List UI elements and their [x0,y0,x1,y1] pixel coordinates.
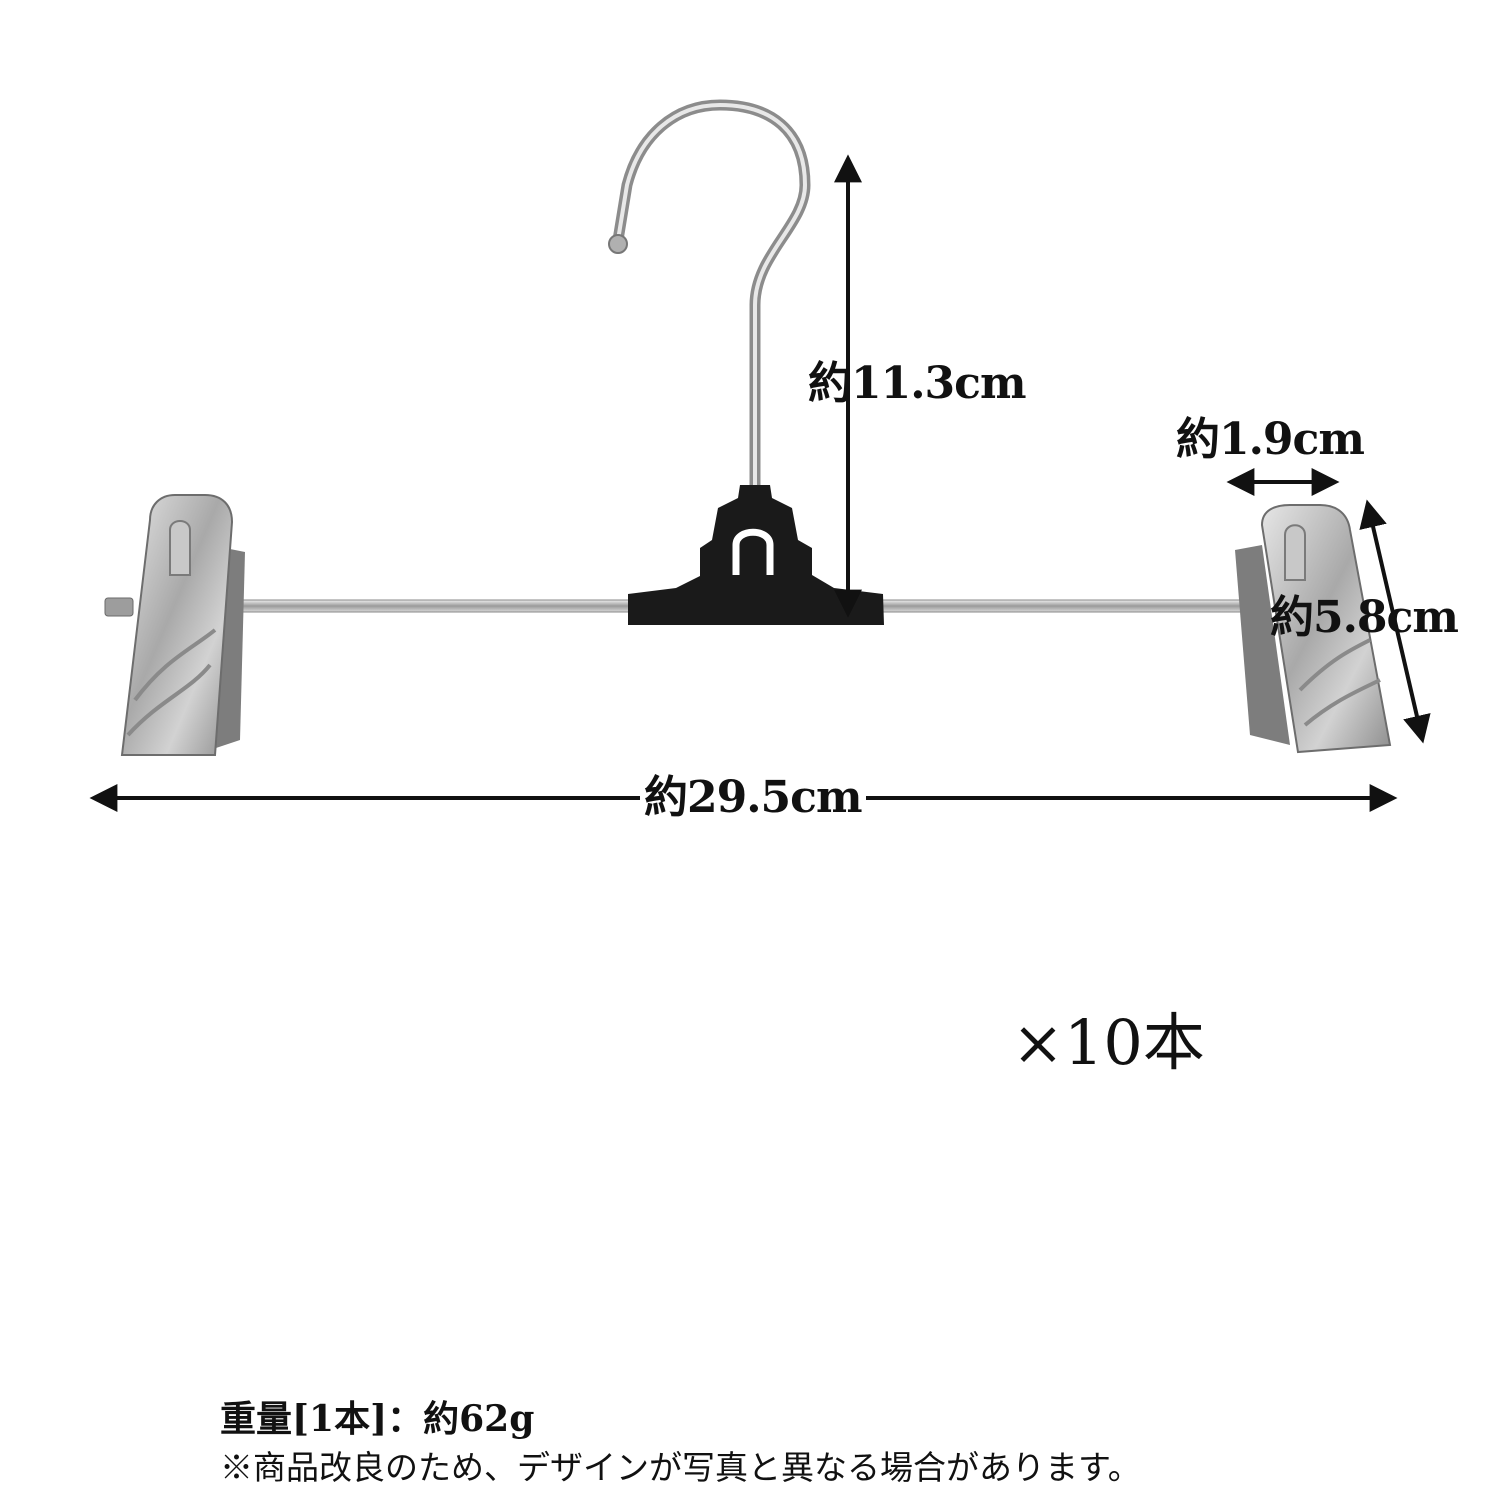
hook-tip-ball [608,234,628,254]
clip-grip-ridge [1284,524,1306,581]
product-notes: 重量[1本]：約62g ※商品改良のため、デザインが写真と異なる場合があります。 [220,1398,1141,1487]
clip-height-dimension-label: 約5.8cm [1270,592,1459,643]
left-clip [104,494,245,756]
pad-hook-slot [732,528,774,575]
hanger-center-pad [628,485,884,625]
quantity-label: ×10本 [1012,1006,1205,1079]
clip-width-dimension-label: 約1.9cm [1176,414,1365,465]
height-dimension-label: 約11.3cm [808,358,1027,409]
clip-grip-ridge [169,520,191,576]
weight-note: 重量[1本]：約62g [220,1398,535,1440]
total-width-dimension-label: 約29.5cm [640,776,866,820]
clip-height-dimension-arrow [1359,499,1431,744]
hanger-hook [608,99,811,511]
disclaimer-note: ※商品改良のため、デザインが写真と異なる場合があります。 [220,1447,1141,1487]
